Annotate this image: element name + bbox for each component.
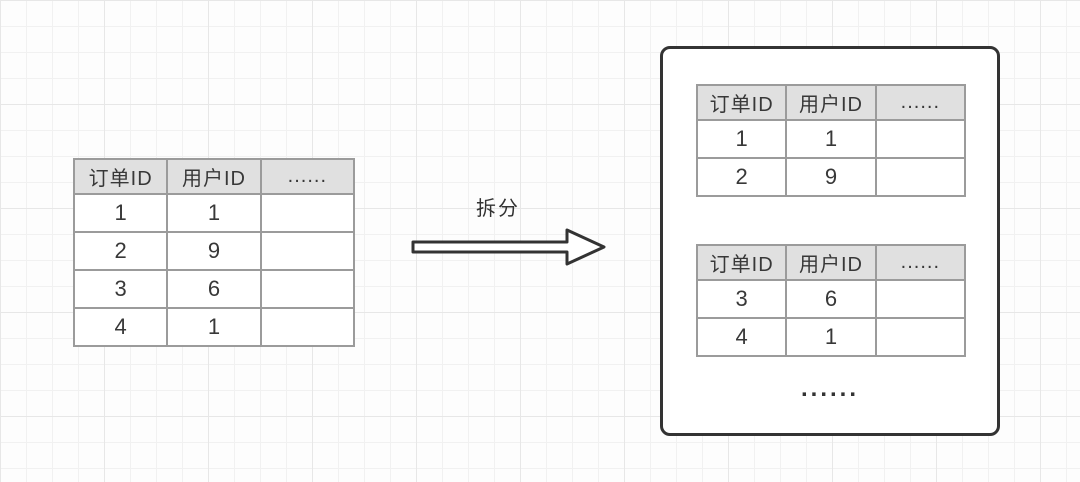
cell-order-id: 2	[72, 231, 169, 271]
arrow-label: 拆分	[476, 198, 520, 220]
table-row: 2 9	[695, 157, 967, 197]
cell-empty	[874, 279, 967, 319]
cell-user-id: 1	[166, 307, 262, 347]
cell-order-id: 1	[695, 119, 788, 159]
header-cell-ellipsis: ......	[874, 244, 967, 281]
header-cell-order-id: 订单ID	[695, 244, 788, 281]
header-cell-order-id: 订单ID	[695, 84, 788, 121]
cell-empty	[259, 307, 356, 347]
header-cell-user-id: 用户ID	[785, 84, 877, 121]
cell-user-id: 9	[785, 157, 877, 197]
cell-order-id: 1	[72, 193, 169, 233]
table-row: 2 9	[72, 231, 356, 271]
cell-empty	[259, 193, 356, 233]
shard-table-1: 订单ID 用户ID ...... 1 1 2 9	[695, 84, 967, 197]
cell-empty	[259, 269, 356, 309]
cell-empty	[874, 157, 967, 197]
table-row: 3 6	[72, 269, 356, 309]
table-row: 4 1	[72, 307, 356, 347]
cell-order-id: 4	[72, 307, 169, 347]
cell-order-id: 3	[72, 269, 169, 309]
cell-user-id: 6	[166, 269, 262, 309]
table-header-row: 订单ID 用户ID ......	[72, 158, 356, 195]
cell-order-id: 3	[695, 279, 788, 319]
table-row: 4 1	[695, 317, 967, 357]
cell-order-id: 4	[695, 317, 788, 357]
header-cell-ellipsis: ......	[874, 84, 967, 121]
cell-empty	[874, 317, 967, 357]
cell-user-id: 6	[785, 279, 877, 319]
cell-empty	[874, 119, 967, 159]
table-header-row: 订单ID 用户ID ......	[695, 244, 967, 281]
cell-user-id: 1	[785, 119, 877, 159]
cell-empty	[259, 231, 356, 271]
shard-table-2: 订单ID 用户ID ...... 3 6 4 1	[695, 244, 967, 357]
header-cell-user-id: 用户ID	[785, 244, 877, 281]
cell-order-id: 2	[695, 157, 788, 197]
cell-user-id: 9	[166, 231, 262, 271]
cell-user-id: 1	[166, 193, 262, 233]
table-row: 3 6	[695, 279, 967, 319]
more-shards-ellipsis: ......	[800, 375, 859, 402]
header-cell-user-id: 用户ID	[166, 158, 262, 195]
header-cell-ellipsis: ......	[259, 158, 356, 195]
table-row: 1 1	[72, 193, 356, 233]
header-cell-order-id: 订单ID	[72, 158, 169, 195]
table-header-row: 订单ID 用户ID ......	[695, 84, 967, 121]
shard-group-panel: 订单ID 用户ID ...... 1 1 2 9	[660, 46, 1000, 436]
original-orders-table: 订单ID 用户ID ...... 1 1 2 9 3 6 4	[72, 158, 356, 347]
table-row: 1 1	[695, 119, 967, 159]
cell-user-id: 1	[785, 317, 877, 357]
split-arrow-icon	[411, 228, 606, 266]
